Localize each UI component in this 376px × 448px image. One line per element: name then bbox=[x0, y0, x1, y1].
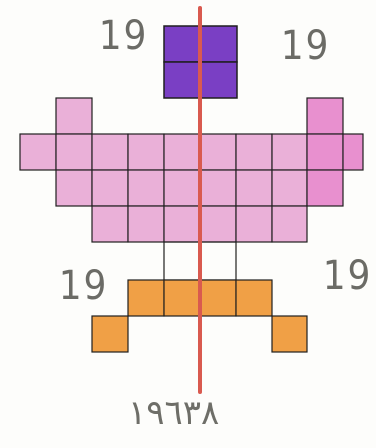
pink-cell bbox=[164, 206, 200, 242]
pink-cell bbox=[164, 134, 200, 170]
pink-cell bbox=[307, 98, 343, 134]
empty-cell bbox=[200, 242, 236, 280]
pink-cell bbox=[92, 206, 128, 242]
pink-cell bbox=[236, 170, 272, 206]
purple-cell bbox=[201, 26, 237, 62]
orange-cell bbox=[200, 280, 236, 316]
pink-body bbox=[20, 98, 363, 242]
label-top-left: 19 bbox=[99, 16, 148, 56]
pink-cell bbox=[307, 134, 343, 170]
pink-cell bbox=[128, 134, 164, 170]
pink-cell bbox=[200, 170, 236, 206]
label-top-right: 19 bbox=[281, 26, 330, 66]
pink-cell bbox=[236, 206, 272, 242]
orange-cell bbox=[92, 316, 128, 352]
label-bottom-left: 19 bbox=[59, 266, 108, 306]
purple-cell bbox=[164, 26, 201, 62]
empty-cell bbox=[164, 242, 200, 280]
pink-cell bbox=[92, 170, 128, 206]
orange-cell bbox=[164, 280, 200, 316]
pink-cell bbox=[56, 170, 92, 206]
orange-cell bbox=[236, 280, 272, 316]
pink-cell bbox=[164, 170, 200, 206]
pink-cell bbox=[128, 170, 164, 206]
pink-cell bbox=[56, 98, 92, 134]
pink-cell bbox=[200, 206, 236, 242]
purple-cell bbox=[164, 62, 201, 98]
pink-cell bbox=[236, 134, 272, 170]
orange-cell bbox=[128, 280, 164, 316]
caption-text: ١٩٦٣٨ bbox=[128, 396, 219, 430]
label-bottom-right: 19 bbox=[323, 256, 372, 296]
pink-cell bbox=[128, 206, 164, 242]
pink-cell bbox=[307, 170, 343, 206]
pink-cell bbox=[272, 134, 307, 170]
pink-cell bbox=[92, 134, 128, 170]
pink-cell bbox=[20, 134, 56, 170]
pink-cell bbox=[272, 170, 307, 206]
pink-cell bbox=[200, 134, 236, 170]
orange-cell bbox=[272, 316, 307, 352]
pink-cell bbox=[56, 134, 92, 170]
purple-cell bbox=[201, 62, 237, 98]
pink-cell bbox=[343, 134, 363, 170]
pink-cell bbox=[272, 206, 307, 242]
